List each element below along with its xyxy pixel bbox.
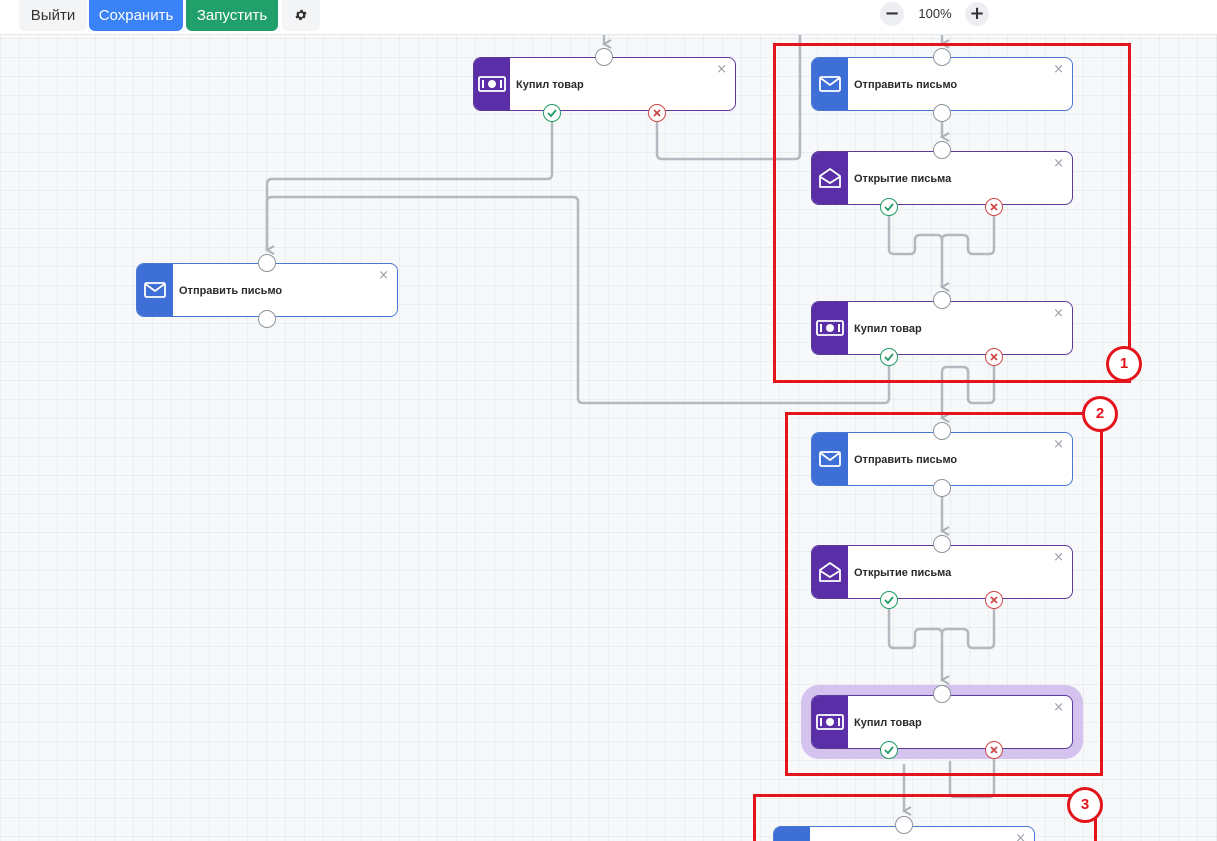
close-icon[interactable]: ×: [1053, 306, 1064, 321]
input-port[interactable]: [933, 48, 951, 66]
envelope-icon: [819, 76, 841, 92]
check-icon: [884, 596, 894, 605]
node-label: Купил товар: [516, 79, 584, 91]
node-icon-panel: [812, 433, 848, 485]
output-port[interactable]: [933, 104, 951, 122]
check-icon: [884, 203, 894, 212]
yes-port[interactable]: [880, 741, 898, 759]
input-port[interactable]: [895, 816, 913, 834]
node-icon-panel: [812, 546, 848, 598]
input-port[interactable]: [933, 141, 951, 159]
cross-icon: [990, 353, 998, 361]
cross-icon: [990, 596, 998, 604]
node-buy-product-selected[interactable]: Купил товар ×: [811, 695, 1073, 749]
yes-port[interactable]: [880, 198, 898, 216]
node-label: Открытие письма: [854, 173, 952, 185]
node-icon-panel: [812, 152, 848, 204]
input-port[interactable]: [933, 535, 951, 553]
node-send-email[interactable]: Отправить письмо ×: [811, 432, 1073, 486]
node-label: Купил товар: [854, 717, 922, 729]
yes-port[interactable]: [880, 348, 898, 366]
yes-port[interactable]: [880, 591, 898, 609]
check-icon: [884, 353, 894, 362]
no-port[interactable]: [985, 198, 1003, 216]
node-icon-panel: [774, 827, 810, 841]
cross-icon: [990, 746, 998, 754]
check-icon: [884, 746, 894, 755]
output-port[interactable]: [258, 310, 276, 328]
cross-icon: [990, 203, 998, 211]
close-icon[interactable]: ×: [1015, 831, 1026, 841]
annotation-badge-3: 3: [1067, 787, 1103, 823]
no-port[interactable]: [648, 104, 666, 122]
envelope-icon: [144, 282, 166, 298]
input-port[interactable]: [933, 422, 951, 440]
close-icon[interactable]: ×: [716, 62, 727, 77]
save-button[interactable]: Сохранить: [89, 0, 183, 31]
input-port[interactable]: [258, 254, 276, 272]
node-icon-panel: [812, 58, 848, 110]
zoom-level: 100%: [918, 6, 952, 21]
money-icon: [816, 714, 844, 730]
node-buy-product[interactable]: Купил товар ×: [811, 301, 1073, 355]
input-port[interactable]: [933, 685, 951, 703]
input-port[interactable]: [933, 291, 951, 309]
yes-port[interactable]: [543, 104, 561, 122]
settings-button[interactable]: [282, 0, 320, 31]
node-icon-panel: [137, 264, 173, 316]
node-label: Открытие письма: [854, 567, 952, 579]
close-icon[interactable]: ×: [1053, 550, 1064, 565]
input-port[interactable]: [595, 48, 613, 66]
envelope-open-icon: [819, 562, 841, 582]
toolbar: Выйти Сохранить Запустить − 100% +: [0, 0, 1217, 35]
exit-button[interactable]: Выйти: [19, 0, 87, 31]
zoom-out-button[interactable]: −: [880, 2, 904, 26]
check-icon: [547, 109, 557, 118]
money-icon: [816, 320, 844, 336]
node-email-opened[interactable]: Открытие письма ×: [811, 545, 1073, 599]
gear-icon: [295, 9, 307, 21]
no-port[interactable]: [985, 348, 1003, 366]
node-icon-panel: [474, 58, 510, 110]
node-label: Отправить письмо: [854, 79, 958, 91]
close-icon[interactable]: ×: [1053, 700, 1064, 715]
annotation-badge-2: 2: [1082, 396, 1118, 432]
no-port[interactable]: [985, 741, 1003, 759]
zoom-in-button[interactable]: +: [965, 2, 989, 26]
node-label: Отправить письмо: [179, 285, 283, 297]
envelope-open-icon: [819, 168, 841, 188]
node-send-email[interactable]: Отправить письмо ×: [811, 57, 1073, 111]
annotation-badge-1: 1: [1106, 346, 1142, 382]
run-button[interactable]: Запустить: [186, 0, 278, 31]
node-icon-panel: [812, 302, 848, 354]
cross-icon: [653, 109, 661, 117]
envelope-icon: [819, 451, 841, 467]
node-label: Отправить письмо: [854, 454, 958, 466]
close-icon[interactable]: ×: [1053, 62, 1064, 77]
node-email-opened[interactable]: Открытие письма ×: [811, 151, 1073, 205]
close-icon[interactable]: ×: [1053, 156, 1064, 171]
no-port[interactable]: [985, 591, 1003, 609]
output-port[interactable]: [933, 479, 951, 497]
money-icon: [478, 76, 506, 92]
node-icon-panel: [812, 696, 848, 748]
close-icon[interactable]: ×: [378, 268, 389, 283]
close-icon[interactable]: ×: [1053, 437, 1064, 452]
